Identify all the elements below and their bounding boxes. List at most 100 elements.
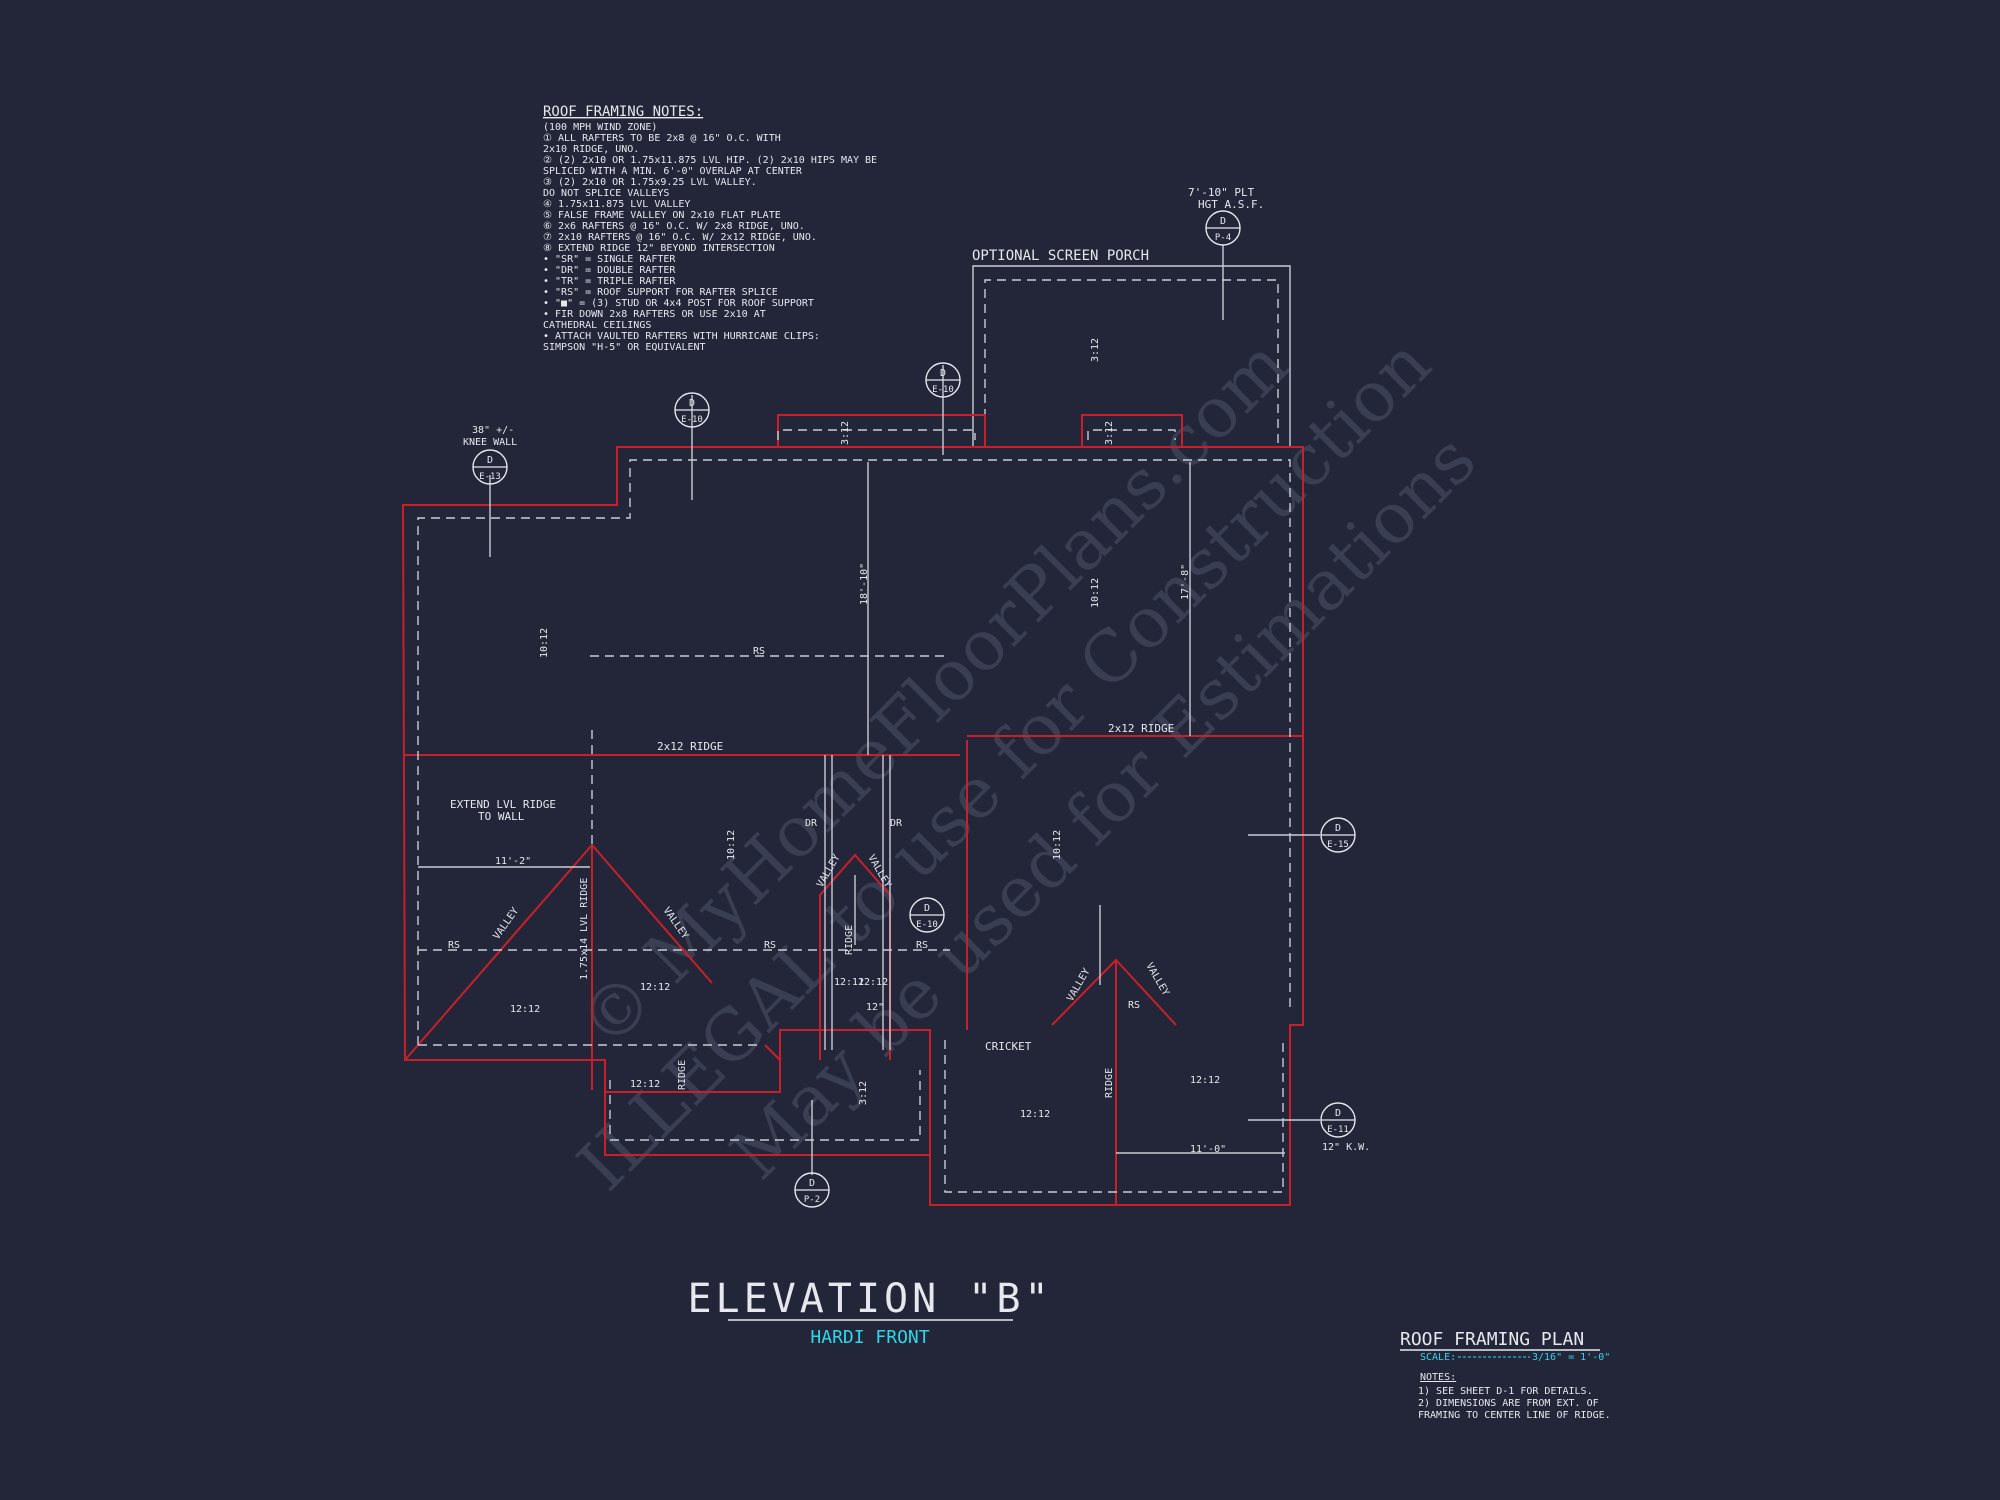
roof-support-label: RS [764,940,776,951]
note-line: ③ (2) 2x10 OR 1.75x9.25 LVL VALLEY. [543,177,757,188]
note-line: ④ 1.75x11.875 LVL VALLEY [543,199,690,210]
note-line: • ATTACH VAULTED RAFTERS WITH HURRICANE … [543,331,820,342]
bubble-top: D [1335,1108,1341,1119]
plan-notes-header: NOTES: [1420,1372,1456,1383]
valley-label: VALLEY [1143,961,1171,998]
knee-wall-label: KNEE WALL [463,437,517,448]
dimension-label: 17'-8" [1180,564,1191,600]
note-line: • "RS" = ROOF SUPPORT FOR RAFTER SPLICE [543,287,778,298]
bubble-bottom: E-10 [681,415,703,425]
note-line: SPLICED WITH A MIN. 6'-0" OVERLAP AT CEN… [543,166,803,177]
note-line: (100 MPH WIND ZONE) [543,122,657,133]
detail-bubble: D E-10 [674,392,710,428]
note-line: CATHEDRAL CEILINGS [543,320,651,331]
note-line: • "DR" = DOUBLE RAFTER [543,265,676,276]
ridge-label-left: 2x12 RIDGE [657,740,723,753]
roof-support-label: RS [1128,1000,1140,1011]
note-line: ⑥ 2x6 RAFTERS @ 16" O.C. W/ 2x8 RIDGE, U… [543,221,805,232]
pitch-label: 12:12 [1190,1075,1220,1086]
elevation-subtitle: HARDI FRONT [810,1327,929,1348]
note-line: DO NOT SPLICE VALLEYS [543,188,669,199]
pitch-label: 3:12 [1104,421,1115,445]
pitch-label: 12:12 [630,1079,660,1090]
cricket-label: CRICKET [985,1040,1032,1053]
lvl-ridge-label: 1.75x14 LVL RIDGE [579,878,590,980]
plan-title-block: ROOF FRAMING PLAN SCALE: 3/16" = 1'-0" N… [1400,1329,1611,1421]
bubble-bottom: E-10 [916,920,938,930]
pitch-label: 3:12 [1090,338,1101,362]
double-rafter-label: DR [805,818,818,829]
ridge-label: RIDGE [844,925,855,955]
pitch-label: 10:12 [539,628,550,658]
watermark-line-2: ILLEGAL to use for Construction [562,322,1446,1206]
plan-note: FRAMING TO CENTER LINE OF RIDGE. [1418,1410,1611,1421]
note-line: SIMPSON "H-5" OR EQUIVALENT [543,342,706,353]
bubble-bottom: E-15 [1327,840,1349,850]
ridge-label: RIDGE [677,1060,688,1090]
bubble-bottom: P-4 [1215,233,1231,243]
valley-label: VALLEY [491,906,521,942]
porch-label: OPTIONAL SCREEN PORCH [972,248,1149,264]
detail-bubble: D P-2 [794,1172,830,1208]
note-line: ① ALL RAFTERS TO BE 2x8 @ 16" O.C. WITH [543,133,781,144]
bubble-top: D [487,455,493,466]
notes-title: ROOF FRAMING NOTES: [543,104,703,120]
double-rafter-label: DR [890,818,903,829]
roof-framing-notes: ROOF FRAMING NOTES: (100 MPH WIND ZONE) … [543,104,877,353]
plan-title: ROOF FRAMING PLAN [1400,1329,1584,1350]
pitch-label: 10:12 [726,830,737,860]
pitch-label: 12:12 [640,982,670,993]
roof-support-label: RS [916,940,928,951]
note-line: 2x10 RIDGE, UNO. [543,144,639,155]
bubble-top: D [1220,216,1226,227]
screen-porch: OPTIONAL SCREEN PORCH 7'-10" PLT HGT A.S… [972,186,1291,448]
bubble-bottom: E-13 [479,472,501,482]
pitch-label: 12:12 [510,1004,540,1015]
pitch-label: 3:12 [858,1081,869,1105]
dimension-label: 12" [866,1002,884,1013]
note-line: ② (2) 2x10 OR 1.75x11.875 LVL HIP. (2) 2… [543,155,877,166]
watermark: © MyHomeFloorPlans.com ILLEGAL to use fo… [562,322,1491,1206]
knee-wall-label: 38" +/- [472,425,514,436]
note-line: ⑤ FALSE FRAME VALLEY ON 2x10 FLAT PLATE [543,210,781,221]
scale-value: 3/16" = 1'-0" [1532,1352,1610,1363]
pitch-label: 12:12 [1020,1109,1050,1120]
plate-height-label: HGT A.S.F. [1198,198,1264,211]
detail-bubble: D P-4 [1205,210,1241,246]
note-line: • "■" = (3) STUD OR 4x4 POST FOR ROOF SU… [543,298,814,309]
elevation-title-block: ELEVATION "B" HARDI FRONT [687,1276,1052,1348]
detail-bubble: D E-10 [925,362,961,398]
plan-note: 1) SEE SHEET D-1 FOR DETAILS. [1418,1386,1593,1397]
knee-wall-note: 12" K.W. [1322,1142,1370,1153]
detail-bubble: D E-15 [1320,817,1356,853]
roof-support-label: RS [753,646,765,657]
detail-bubble: D E-10 [909,897,945,933]
bubble-top: D [924,903,930,914]
note-line: • "SR" = SINGLE RAFTER [543,254,676,265]
pitch-label: 10:12 [1052,830,1063,860]
note-line: ⑦ 2x10 RAFTERS @ 16" O.C. W/ 2x12 RIDGE,… [543,232,817,243]
dimension-label: 18'-10" [859,563,870,605]
bubble-top: D [689,398,695,409]
bubble-bottom: E-11 [1327,1125,1349,1135]
pitch-label: 10:12 [1090,578,1101,608]
dimension-label: 11'-2" [495,856,531,867]
overhang-lines [417,429,1291,1193]
ridge-label: RIDGE [1104,1068,1115,1098]
scale-label: SCALE: [1420,1352,1456,1363]
bubble-bottom: P-2 [804,1195,820,1205]
bubble-top: D [1335,823,1341,834]
extend-lvl-label: TO WALL [478,810,525,823]
extend-lvl-label: EXTEND LVL RIDGE [450,798,556,811]
elevation-title: ELEVATION "B" [687,1276,1052,1322]
bubble-top: D [940,368,946,379]
note-line: ⑧ EXTEND RIDGE 12" BEYOND INTERSECTION [543,243,775,254]
bubble-bottom: E-10 [932,385,954,395]
plate-height-label: 7'-10" PLT [1188,186,1255,199]
plan-note: 2) DIMENSIONS ARE FROM EXT. OF [1418,1398,1599,1409]
detail-bubble: D E-13 [472,449,508,485]
dimension-label: 11'-0" [1190,1144,1226,1155]
ridge-label-right: 2x12 RIDGE [1108,722,1174,735]
detail-bubble: D E-11 [1320,1102,1356,1138]
